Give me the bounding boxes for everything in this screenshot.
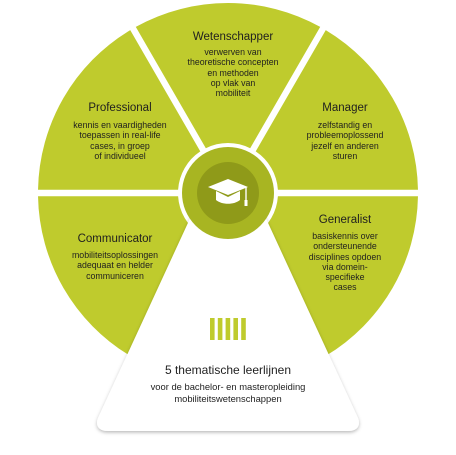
segment-description-professional: kennis en vaardigheden toepassen in real…	[73, 120, 167, 161]
segments-layer	[38, 3, 418, 431]
bottom-title: 5 thematische leerlijnen	[164, 363, 292, 377]
segment-description-communicator: mobiliteitsoplossingen adequaat en helde…	[71, 250, 159, 281]
segment-title-wetenschapper: Wetenschapper	[192, 31, 274, 43]
segment-title-manager: Manager	[322, 102, 368, 114]
five-bars-icon	[210, 318, 246, 340]
segment-manager	[255, 30, 418, 190]
segment-wetenschapper	[135, 3, 321, 149]
segment-generalist	[255, 196, 418, 356]
segment-description-manager: zelfstandig en probleemoplossend jezelf …	[306, 120, 384, 161]
bottom-subtitle-line1: voor de bachelor- en masteropleiding	[150, 381, 306, 392]
segment-description-wetenschapper: verwerven van theoretische concepten en …	[187, 47, 279, 99]
segment-communicator	[38, 196, 201, 356]
graduation-cap-icon	[208, 179, 248, 206]
bottom-triangle	[97, 150, 359, 431]
segment-title-generalist: Generalist	[318, 214, 372, 226]
segment-title-communicator: Communicator	[77, 233, 153, 245]
segment-description-generalist: basiskennis over ondersteunende discipli…	[308, 231, 382, 293]
bottom-subtitle-line2: mobiliteitswetenschappen	[174, 393, 282, 404]
segment-title-professional: Professional	[88, 102, 152, 114]
segment-professional	[38, 30, 201, 190]
